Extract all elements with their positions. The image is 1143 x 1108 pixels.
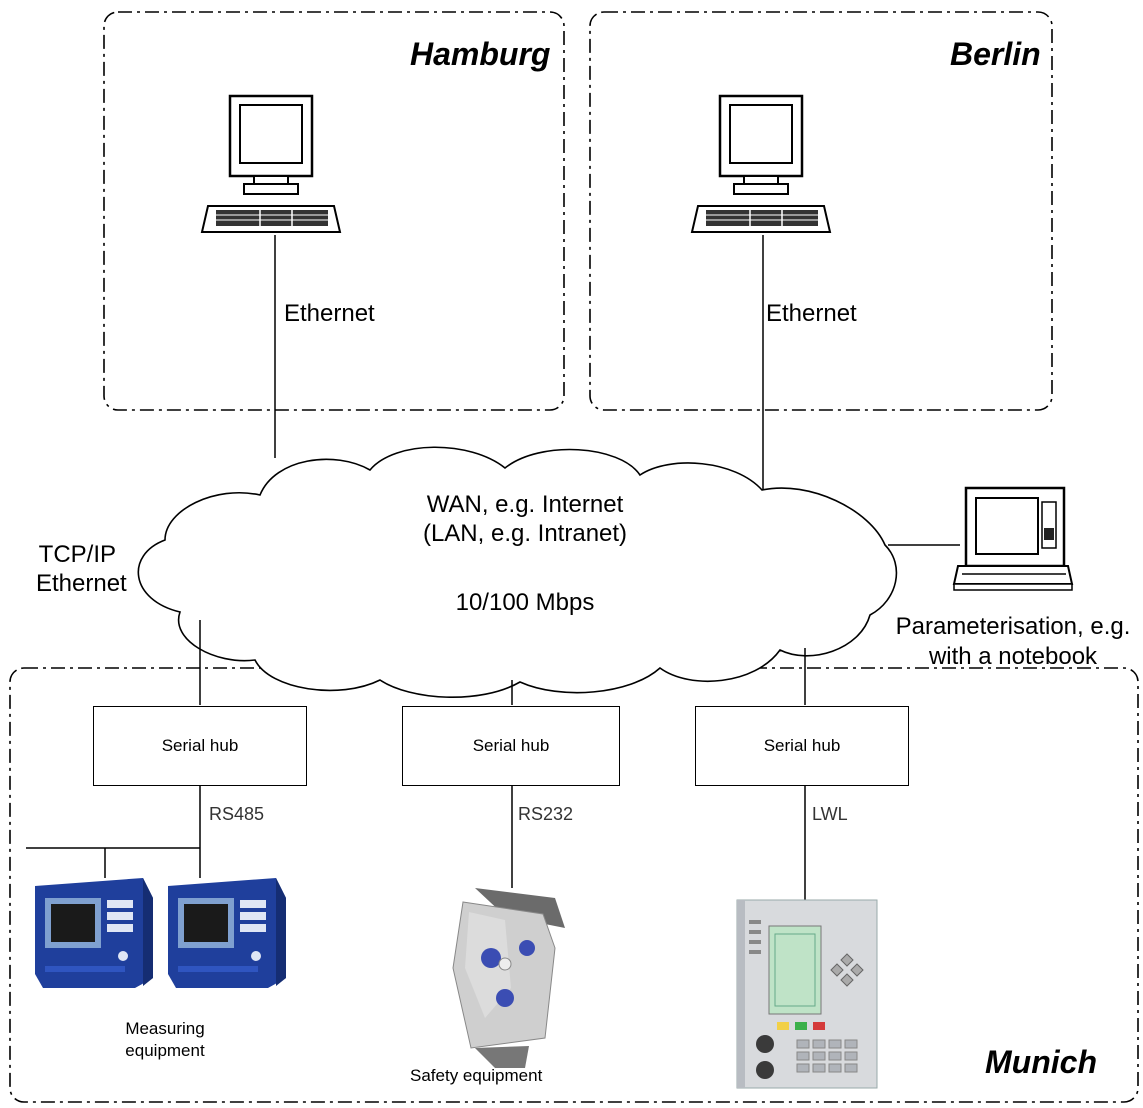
serial-hub-3: Serial hub	[695, 706, 909, 786]
cloud-speed-label: 10/100 Mbps	[455, 589, 595, 616]
hamburg-ethernet-label: Ethernet	[284, 300, 375, 327]
measuring-device-icon	[35, 878, 153, 988]
measuring-equipment-label: Measuring equipment	[112, 1018, 218, 1062]
berlin-frame	[589, 11, 1053, 411]
region-title-munich: Munich	[985, 1044, 1097, 1080]
berlin-computer-icon	[690, 94, 832, 234]
region-title-hamburg: Hamburg	[410, 36, 551, 72]
measuring-label-line1: Measuring	[125, 1019, 205, 1038]
tcpip-label-line2: Ethernet	[36, 570, 127, 597]
hamburg-computer-icon	[200, 94, 342, 234]
serial-hub-label: Serial hub	[161, 736, 239, 755]
berlin-ethernet-label: Ethernet	[766, 300, 857, 327]
serial-hub-2: Serial hub	[402, 706, 620, 786]
lwl-label: LWL	[812, 804, 848, 824]
rs485-label: RS485	[209, 804, 265, 824]
safety-equipment-label: Safety equipment	[410, 1066, 543, 1085]
network-cloud	[137, 446, 898, 699]
measuring-label-line2: equipment	[125, 1041, 205, 1060]
notebook-label-line2: with a notebook	[928, 643, 1098, 670]
serial-hub-label: Serial hub	[472, 736, 550, 755]
notebook-label-line1: Parameterisation, e.g.	[895, 613, 1131, 640]
region-title-berlin: Berlin	[950, 36, 1041, 72]
camera-icon	[452, 888, 565, 1068]
measuring-device-icon	[168, 878, 286, 988]
notebook-label: Parameterisation, e.g. with a notebook	[883, 612, 1143, 672]
serial-hub-1: Serial hub	[93, 706, 307, 786]
tcpip-label: TCP/IP Ethernet	[36, 540, 127, 598]
serial-hub-label: Serial hub	[763, 736, 841, 755]
cloud-label-line1: WAN, e.g. Internet	[426, 491, 624, 518]
protection-relay-icon	[736, 899, 878, 1089]
tcpip-label-line1: TCP/IP	[38, 541, 116, 568]
laptop-icon	[952, 486, 1074, 591]
hamburg-frame	[103, 11, 565, 411]
cloud-label: WAN, e.g. Internet (LAN, e.g. Intranet)	[395, 490, 655, 548]
rs232-label: RS232	[518, 804, 574, 824]
cloud-label-line2: (LAN, e.g. Intranet)	[422, 520, 628, 547]
